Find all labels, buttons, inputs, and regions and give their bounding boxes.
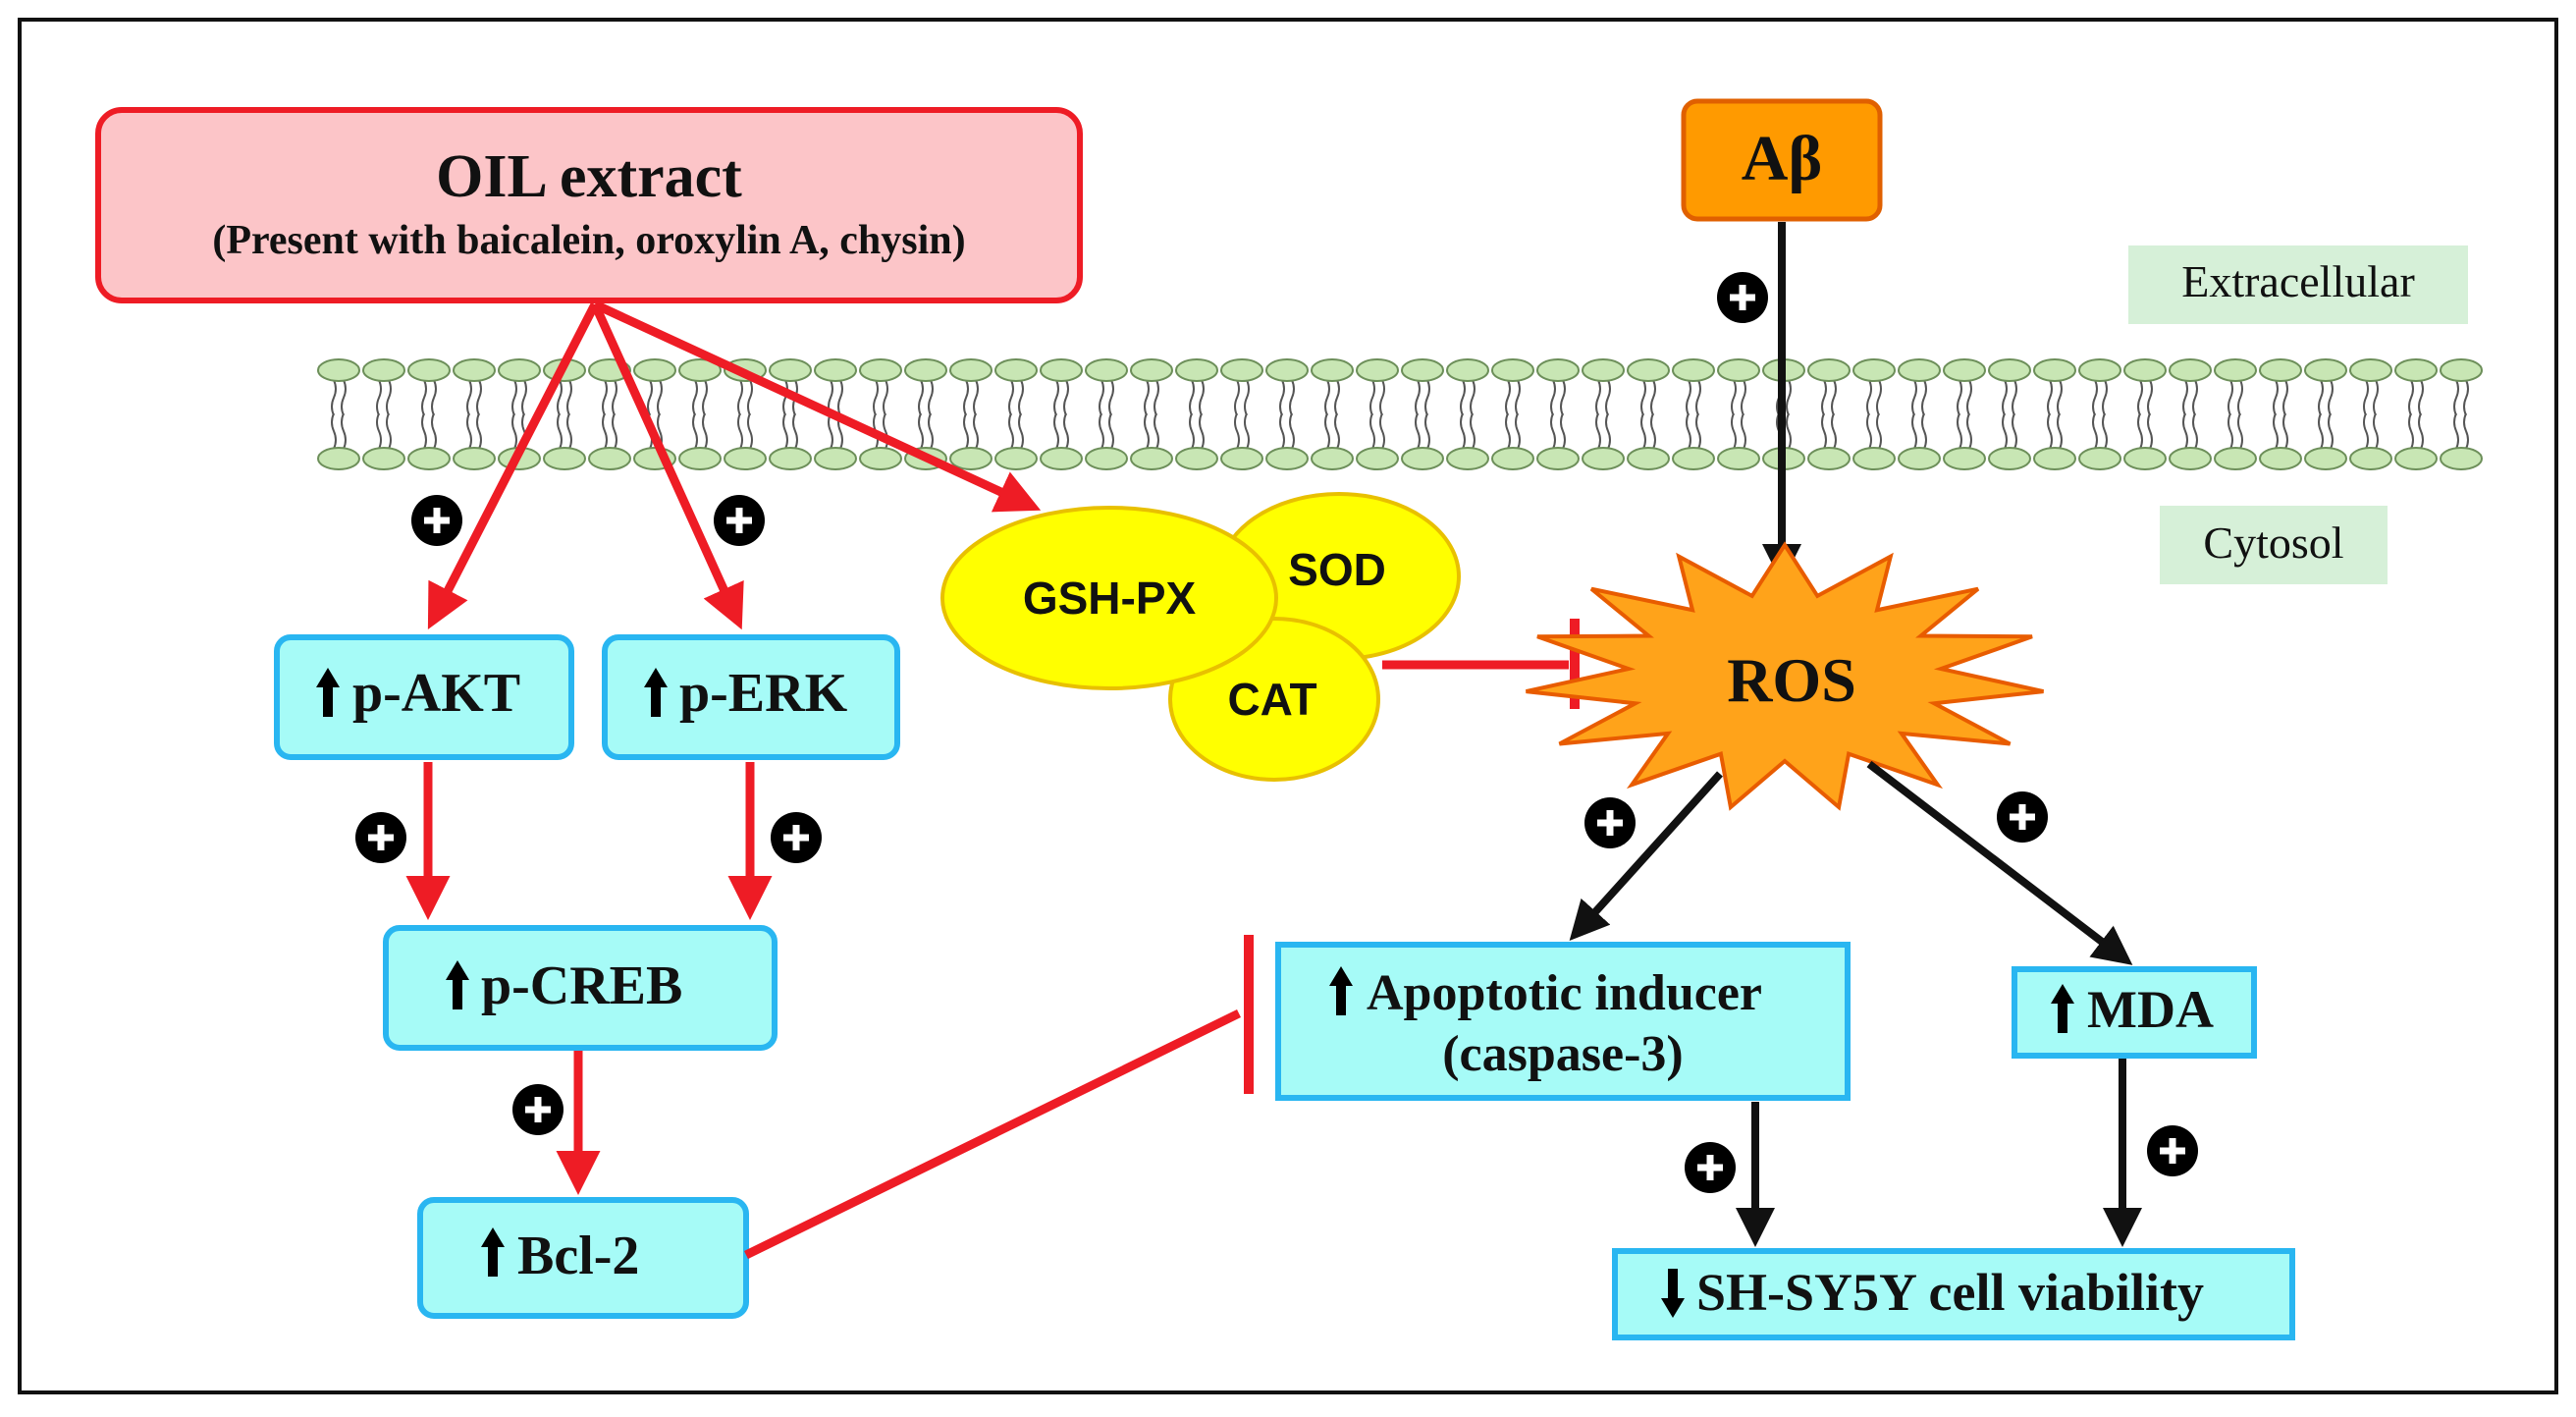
abeta-label: Aβ [1742, 123, 1822, 194]
plus-icon [355, 812, 406, 863]
extract-title: OIL extract [436, 143, 742, 210]
svg-text:Extracellular: Extracellular [2181, 256, 2415, 306]
extract-subtitle: (Present with baicalein, oroxylin A, chy… [212, 218, 965, 263]
plus-icon [512, 1084, 564, 1135]
apoptotic-inducer-box: Apoptotic inducer (caspase-3) [1275, 942, 1851, 1101]
perk-box: p-ERK [602, 634, 900, 760]
cat-label: CAT [1227, 674, 1316, 725]
sod-label: SOD [1288, 544, 1386, 595]
ros-label: ROS [1727, 645, 1856, 715]
svg-text:Cytosol: Cytosol [2203, 518, 2343, 568]
mda-label: MDA [2087, 980, 2214, 1039]
abeta-box: Aβ [1681, 98, 1883, 222]
plus-icon [1685, 1142, 1736, 1193]
plus-icon [714, 495, 765, 546]
antioxidant-enzymes: GSH-PX SOD CAT [940, 492, 1461, 782]
perk-label: p-ERK [679, 663, 848, 724]
arrow-extract-to-perk [590, 302, 744, 630]
plus-icon [1584, 797, 1636, 848]
plus-icon [1997, 791, 2048, 843]
oil-extract-box: OIL extract (Present with baicalein, oro… [95, 107, 1083, 303]
plus-icon [2147, 1125, 2198, 1176]
arrow-extract-to-enzymes [593, 300, 1042, 513]
cell-viability-box: SH-SY5Y cell viability [1612, 1248, 2295, 1340]
gshpx-ellipse [940, 506, 1278, 690]
mda-box: MDA [2012, 966, 2257, 1059]
gshpx-label: GSH-PX [1023, 572, 1197, 624]
figure-frame [18, 18, 2558, 1394]
extracellular-label: Extracellular [2128, 245, 2468, 324]
arrow-extract-to-pakt [427, 301, 600, 630]
pcreb-box: p-CREB [383, 925, 778, 1051]
plus-icon [771, 812, 822, 863]
plus-icon [1717, 272, 1768, 323]
ros-burst: ROS [1526, 541, 2044, 811]
pakt-box: p-AKT [274, 634, 574, 760]
apoptotic-label-line1: Apoptotic inducer [1367, 965, 1762, 1021]
pcreb-label: p-CREB [481, 955, 682, 1016]
arrow-ros-to-mda [1866, 760, 2133, 965]
inhibit-bcl2-to-apoptotic [744, 935, 1254, 1260]
plus-icon [411, 495, 462, 546]
cell-membrane [317, 358, 2483, 470]
arrow-ros-to-apoptotic [1569, 771, 1723, 941]
cytosol-label: Cytosol [2160, 506, 2388, 584]
bcl2-label: Bcl-2 [517, 1226, 639, 1286]
pakt-label: p-AKT [352, 663, 520, 724]
viability-label: SH-SY5Y cell viability [1696, 1263, 2204, 1322]
apoptotic-label-line2: (caspase-3) [1442, 1026, 1684, 1082]
bcl2-box: Bcl-2 [417, 1197, 749, 1319]
